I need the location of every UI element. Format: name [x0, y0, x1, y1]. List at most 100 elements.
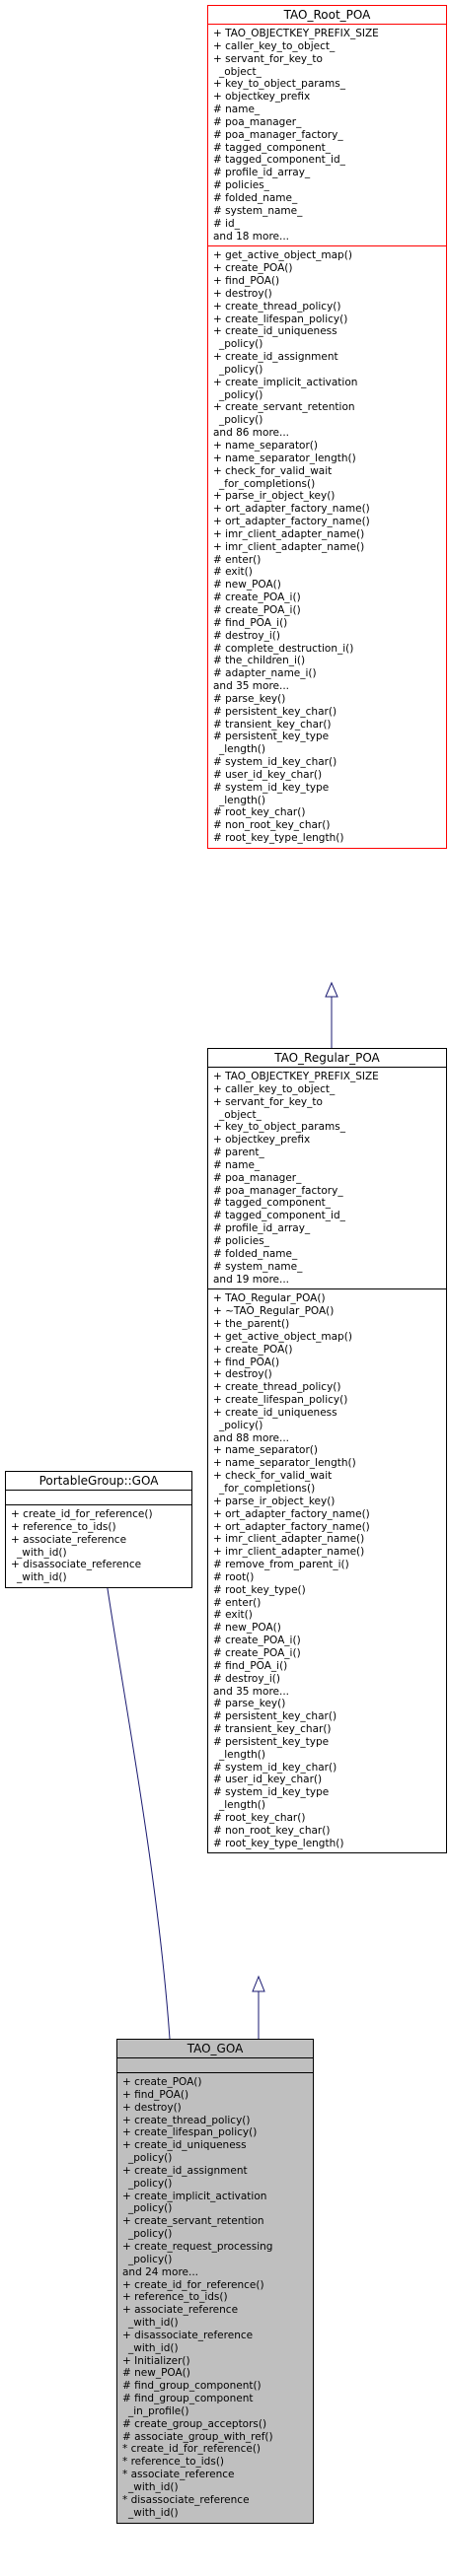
member-item: + servant_for_key_to: [213, 52, 323, 65]
member-item: + create_thread_policy(): [122, 2114, 251, 2126]
member-item: # create_POA_i(): [213, 1635, 301, 1647]
attributes-section: [6, 1491, 191, 1505]
member-item: + create_implicit_activation: [122, 2190, 267, 2202]
member-item: + TAO_OBJECTKEY_PREFIX_SIZE: [213, 28, 379, 39]
member-item: # destroy_i(): [213, 1672, 280, 1685]
member-item: + ort_adapter_factory_name(): [213, 516, 370, 528]
member-item: and 35 more...: [213, 680, 290, 693]
member-item: # root(): [213, 1570, 255, 1583]
class-tao-root-poa: TAO_Root_POA + TAO_OBJECTKEY_PREFIX_SIZE…: [207, 5, 447, 849]
member-item: + TAO_Regular_POA(): [213, 1292, 326, 1305]
member-item: + create_thread_policy(): [213, 300, 341, 313]
member-item: # enter(): [213, 553, 262, 566]
member-item: + check_for_valid_wait: [213, 464, 333, 477]
member-item: + create_id_assignment: [213, 351, 338, 364]
member-item: _policy(): [219, 414, 263, 427]
member-item: # find_POA_i(): [213, 616, 288, 629]
member-item: # root_key_type_length(): [213, 1837, 344, 1849]
member-item: + ~TAO_Regular_POA(): [213, 1305, 335, 1318]
member-item: # complete_destruction_i(): [213, 642, 354, 655]
member-item: and 24 more...: [122, 2265, 199, 2278]
member-item: * reference_to_ids(): [122, 2456, 225, 2469]
member-item: # create_group_acceptors(): [122, 2417, 267, 2430]
member-item: _length(): [219, 794, 265, 806]
member-item: # enter(): [213, 1596, 262, 1609]
member-item: + create_lifespan_policy(): [122, 2126, 258, 2139]
member-item: # poa_manager_factory_: [213, 128, 343, 141]
member-item: # folded_name_: [213, 191, 298, 204]
member-item: + create_servant_retention: [213, 401, 355, 414]
member-item: # destroy_i(): [213, 629, 280, 642]
member-item: # exit(): [213, 566, 253, 579]
member-item: # system_name_: [213, 204, 303, 217]
member-item: # new_POA(): [213, 579, 281, 592]
operations-section: + get_active_object_map()+ create_POA() +…: [208, 246, 446, 848]
member-item: # policies_: [213, 179, 269, 192]
member-item: + find_POA(): [122, 2088, 189, 2101]
class-title: TAO_Regular_POA: [208, 1049, 446, 1068]
member-item: _with_id(): [128, 2481, 179, 2493]
member-item: # system_id_key_char(): [213, 756, 337, 769]
arrowhead-regular: [252, 1975, 265, 1992]
member-item: _with_id(): [128, 2506, 179, 2519]
attributes-section: + TAO_OBJECTKEY_PREFIX_SIZE+ caller_key_…: [208, 1068, 446, 1290]
operations-section: + create_id_for_reference()+ reference_t…: [6, 1505, 191, 1587]
edge-goa-to-portable: [106, 1581, 171, 2040]
member-item: # root_key_char(): [213, 806, 306, 819]
member-item: # associate_group_with_ref(): [122, 2430, 273, 2443]
member-item: _length(): [219, 743, 265, 756]
member-item: _with_id(): [128, 2317, 179, 2330]
member-item: _object_: [219, 65, 262, 78]
member-item: + objectkey_prefix: [213, 91, 311, 104]
member-item: # name_: [213, 104, 261, 116]
member-item: # poa_manager_: [213, 1171, 302, 1184]
member-item: # folded_name_: [213, 1247, 298, 1260]
member-item: + create_id_uniqueness: [213, 1406, 337, 1419]
member-item: + key_to_object_params_: [213, 1121, 345, 1134]
member-item: + destroy(): [213, 1368, 272, 1381]
member-item: # persistent_key_char(): [213, 1710, 337, 1723]
member-item: # system_id_key_type: [213, 1786, 330, 1799]
member-item: # new_POA(): [213, 1622, 281, 1635]
member-item: # tagged_component_: [213, 1197, 332, 1210]
member-item: + reference_to_ids(): [122, 2291, 228, 2304]
member-item: + parse_ir_object_key(): [213, 490, 336, 503]
member-item: + ort_adapter_factory_name(): [213, 1507, 370, 1520]
member-item: # persistent_key_char(): [213, 705, 337, 718]
member-item: # poa_manager_factory_: [213, 1184, 343, 1197]
member-item: # create_POA_i(): [213, 603, 301, 616]
member-item: + caller_key_to_object_: [213, 1082, 336, 1095]
member-item: + ort_adapter_factory_name(): [213, 503, 370, 516]
member-item: _length(): [219, 1799, 265, 1812]
member-item: and 35 more...: [213, 1685, 290, 1698]
member-item: + Initializer(): [122, 2354, 190, 2367]
member-item: _for_completions(): [219, 477, 316, 490]
member-item: _policy(): [128, 2202, 173, 2215]
member-item: _with_id(): [128, 2341, 179, 2354]
member-item: + reference_to_ids(): [11, 1520, 116, 1533]
member-item: + caller_key_to_object_: [213, 39, 336, 52]
member-item: + get_active_object_map(): [213, 249, 352, 262]
member-item: + TAO_OBJECTKEY_PREFIX_SIZE: [213, 1071, 379, 1082]
member-item: # root_key_char(): [213, 1811, 306, 1824]
class-portablegroup-goa: PortableGroup::GOA + create_id_for_refer…: [5, 1471, 192, 1589]
member-item: # remove_from_parent_i(): [213, 1559, 349, 1571]
member-item: # transient_key_char(): [213, 718, 332, 731]
member-item: + imr_client_adapter_name(): [213, 540, 365, 553]
member-item: + create_POA(): [213, 262, 293, 275]
member-item: # find_group_component(): [122, 2380, 262, 2393]
member-item: + create_servant_retention: [122, 2215, 264, 2228]
member-item: # non_root_key_char(): [213, 819, 331, 832]
member-item: + imr_client_adapter_name(): [213, 527, 365, 540]
member-item: + disassociate_reference: [11, 1559, 142, 1571]
member-item: # create_POA_i(): [213, 1646, 301, 1659]
member-item: and 86 more...: [213, 427, 290, 440]
member-item: and 19 more...: [213, 1273, 290, 1286]
member-item: and 88 more...: [213, 1431, 290, 1444]
member-item: # parse_key(): [213, 692, 286, 705]
member-item: # id_: [213, 217, 240, 230]
member-item: + objectkey_prefix: [213, 1134, 311, 1147]
member-item: + check_for_valid_wait: [213, 1470, 333, 1483]
member-item: + create_id_uniqueness: [122, 2139, 247, 2152]
member-item: # profile_id_array_: [213, 1222, 311, 1235]
